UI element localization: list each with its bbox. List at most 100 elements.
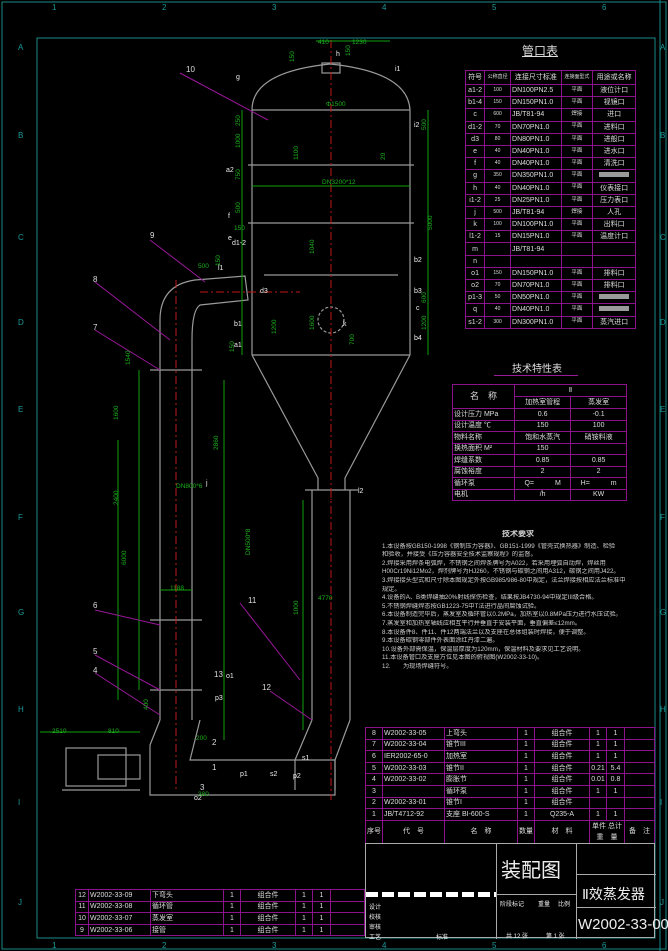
material: 组合件 (534, 750, 590, 763)
dimension-label: 1540 (125, 350, 132, 365)
requirement-line: 规定。 (382, 585, 401, 593)
nozzle-symbol: q (464, 303, 486, 317)
callout-label: 1 (212, 763, 217, 772)
nozzle-label: k (343, 321, 347, 328)
nozzle-symbol: e (464, 144, 486, 159)
nozzle-symbol: j (464, 205, 486, 220)
header-name: 名 称 (444, 819, 518, 844)
nozzle-row: n (464, 254, 636, 268)
material: 组合件 (240, 923, 296, 937)
nominal-diameter: 50 (484, 291, 512, 305)
flange-face: 平面 (560, 96, 594, 110)
unit-weight: 0.21 (589, 761, 607, 775)
flange-face: 平面 (560, 266, 594, 281)
frame-row-label: J (660, 898, 664, 907)
dimension-label: 380 (198, 791, 209, 798)
nozzle-purpose: 仪表接口 (592, 181, 636, 195)
quantity: 1 (223, 923, 241, 937)
frame-row-label: F (18, 513, 23, 522)
nozzle-symbol: o2 (464, 278, 486, 293)
flange-face: 平面 (560, 144, 594, 159)
nozzle-symbol: d1-2 (464, 120, 486, 134)
centerlines (175, 40, 332, 800)
dimension-label: 750 (235, 169, 242, 180)
nozzle-symbol: k (464, 218, 486, 232)
value-evaporator: 2 (570, 465, 627, 478)
frame-row-label: C (660, 233, 666, 242)
frame-col-label: 5 (492, 941, 497, 950)
part-code: W2002-33-01 (382, 796, 445, 810)
dimension-label: 1000 (293, 600, 300, 615)
nozzle-label: c (416, 305, 420, 312)
connection-standard: DN15PN1.0 (510, 230, 562, 244)
dimension-label: 810 (108, 728, 119, 735)
sheet-count: 共 12 张 (506, 934, 529, 940)
dimension-label: 700 (349, 334, 356, 345)
unit-weight: 1 (589, 738, 607, 752)
nominal-diameter: 40 (484, 144, 512, 159)
title-underline (494, 375, 578, 376)
dimension-label: 1200 (271, 319, 278, 334)
nozzle-purpose: 进口 (592, 108, 636, 122)
dimension-label: 20 (380, 152, 387, 160)
dimension-label: 400 (143, 699, 150, 710)
nominal-diameter: 40 (484, 303, 512, 317)
value-evaporator (570, 442, 627, 455)
frame-row-label: F (660, 513, 665, 522)
quantity: 1 (517, 773, 535, 786)
frame-row-label: I (660, 798, 662, 807)
callout-label: 5 (93, 647, 98, 656)
quantity: 1 (517, 738, 535, 752)
quantity: 1 (517, 784, 535, 798)
part-code: W2002-33-03 (382, 761, 445, 775)
requirement-line: 10.设备外部需保温，保温层厚度为120mm，保温材料及要求见工艺说明。 (382, 645, 585, 653)
nozzle-purpose (592, 303, 636, 317)
nozzle-label: b4 (414, 335, 422, 342)
quantity: 1 (223, 900, 241, 914)
remark (624, 784, 655, 798)
total-weight: 1 (606, 750, 625, 763)
header-standard: 连接尺寸标准 (510, 70, 562, 85)
tech-row: 物料名称饱和水蒸汽硝铵料液 (452, 431, 627, 444)
nozzle-label: h (336, 51, 340, 58)
nominal-diameter: 300 (484, 315, 512, 329)
remark (624, 761, 655, 775)
frame-col-label: 1 (52, 941, 57, 950)
param-name: 物料名称 (452, 431, 515, 444)
nozzle-label: a2 (226, 167, 234, 174)
part-code: W2002-33-07 (88, 912, 151, 925)
callout-label: 8 (93, 275, 98, 284)
material: 组合件 (534, 761, 590, 775)
nozzle-label: b1 (234, 321, 242, 328)
dimension-label: 500 (421, 119, 428, 130)
stage-label: 阶段标记 (500, 902, 525, 908)
header-quantity: 数量 (517, 819, 535, 844)
dimension-label: 500 (235, 202, 242, 213)
remark (330, 912, 365, 925)
frame-col-label: 6 (602, 941, 607, 950)
item-number: 10 (75, 912, 89, 925)
nozzle-purpose (592, 242, 636, 256)
callout-label: 7 (93, 323, 98, 332)
nominal-diameter: 40 (484, 181, 512, 195)
part-name: 膨胀节 (444, 773, 518, 786)
nozzle-label: l2 (358, 488, 364, 495)
param-name: 循环泵 (452, 477, 515, 490)
item-number: 4 (365, 773, 383, 786)
nozzle-symbol: l1-2 (464, 230, 486, 244)
param-name: 腐蚀裕度 (452, 465, 515, 478)
review-label: 审核 (369, 925, 382, 931)
